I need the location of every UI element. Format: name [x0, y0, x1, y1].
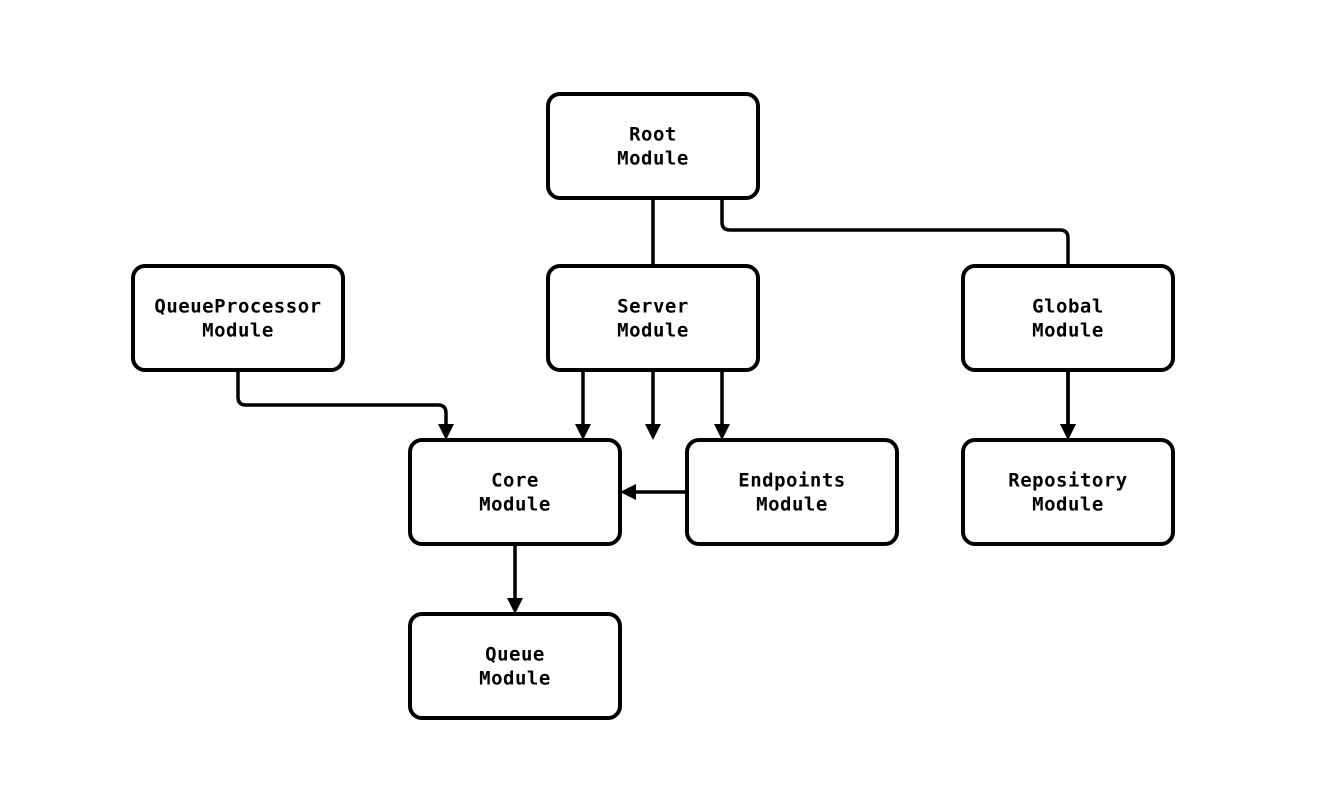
arrowhead-icon: [507, 598, 523, 614]
node-label-line1-core: Core: [491, 470, 539, 492]
node-box-server[interactable]: [546, 264, 760, 372]
arrowhead-icon: [714, 424, 730, 440]
node-label-line2-core: Module: [479, 494, 551, 516]
arrowhead-icon: [620, 484, 636, 500]
edge-server-to-endpoints: [714, 370, 730, 440]
node-box-repository[interactable]: [961, 438, 1175, 546]
node-label-line2-root: Module: [617, 148, 689, 170]
edge-line: [720, 198, 1070, 432]
node-label-line1-queueprocessor: QueueProcessor: [154, 296, 321, 318]
edges-layer: [236, 198, 1076, 614]
edge-global-to-repository: [1060, 370, 1076, 440]
node-label-line2-server: Module: [617, 320, 689, 342]
node-label-line2-repository: Module: [1032, 494, 1104, 516]
node-box-core[interactable]: [408, 438, 622, 546]
nodes-layer: RootModuleQueueProcessorModuleServerModu…: [131, 92, 1175, 720]
edge-server-to-core: [575, 370, 591, 440]
arrowhead-icon: [645, 424, 661, 440]
node-label-line1-global: Global: [1032, 296, 1104, 318]
node-label-line2-queue: Module: [479, 668, 551, 690]
node-box-endpoints[interactable]: [685, 438, 899, 546]
edge-endpoints-to-core: [620, 484, 687, 500]
node-label-line1-queue: Queue: [485, 644, 545, 666]
node-label-line1-server: Server: [617, 296, 689, 318]
node-label-line1-repository: Repository: [1008, 470, 1127, 492]
node-box-queue[interactable]: [408, 612, 622, 720]
edge-queueprocessor-to-core: [236, 370, 454, 440]
arrowhead-icon: [1060, 424, 1076, 440]
node-label-line1-endpoints: Endpoints: [738, 470, 845, 492]
node-label-line2-queueprocessor: Module: [202, 320, 274, 342]
node-box-global[interactable]: [961, 264, 1175, 372]
arrowhead-icon: [575, 424, 591, 440]
edge-line: [236, 370, 448, 432]
node-label-line1-root: Root: [629, 124, 677, 146]
edge-core-to-queue: [507, 544, 523, 614]
node-label-line2-endpoints: Module: [756, 494, 828, 516]
node-label-line2-global: Module: [1032, 320, 1104, 342]
arrowhead-icon: [438, 424, 454, 440]
node-box-root[interactable]: [546, 92, 760, 200]
node-box-queueprocessor[interactable]: [131, 264, 345, 372]
